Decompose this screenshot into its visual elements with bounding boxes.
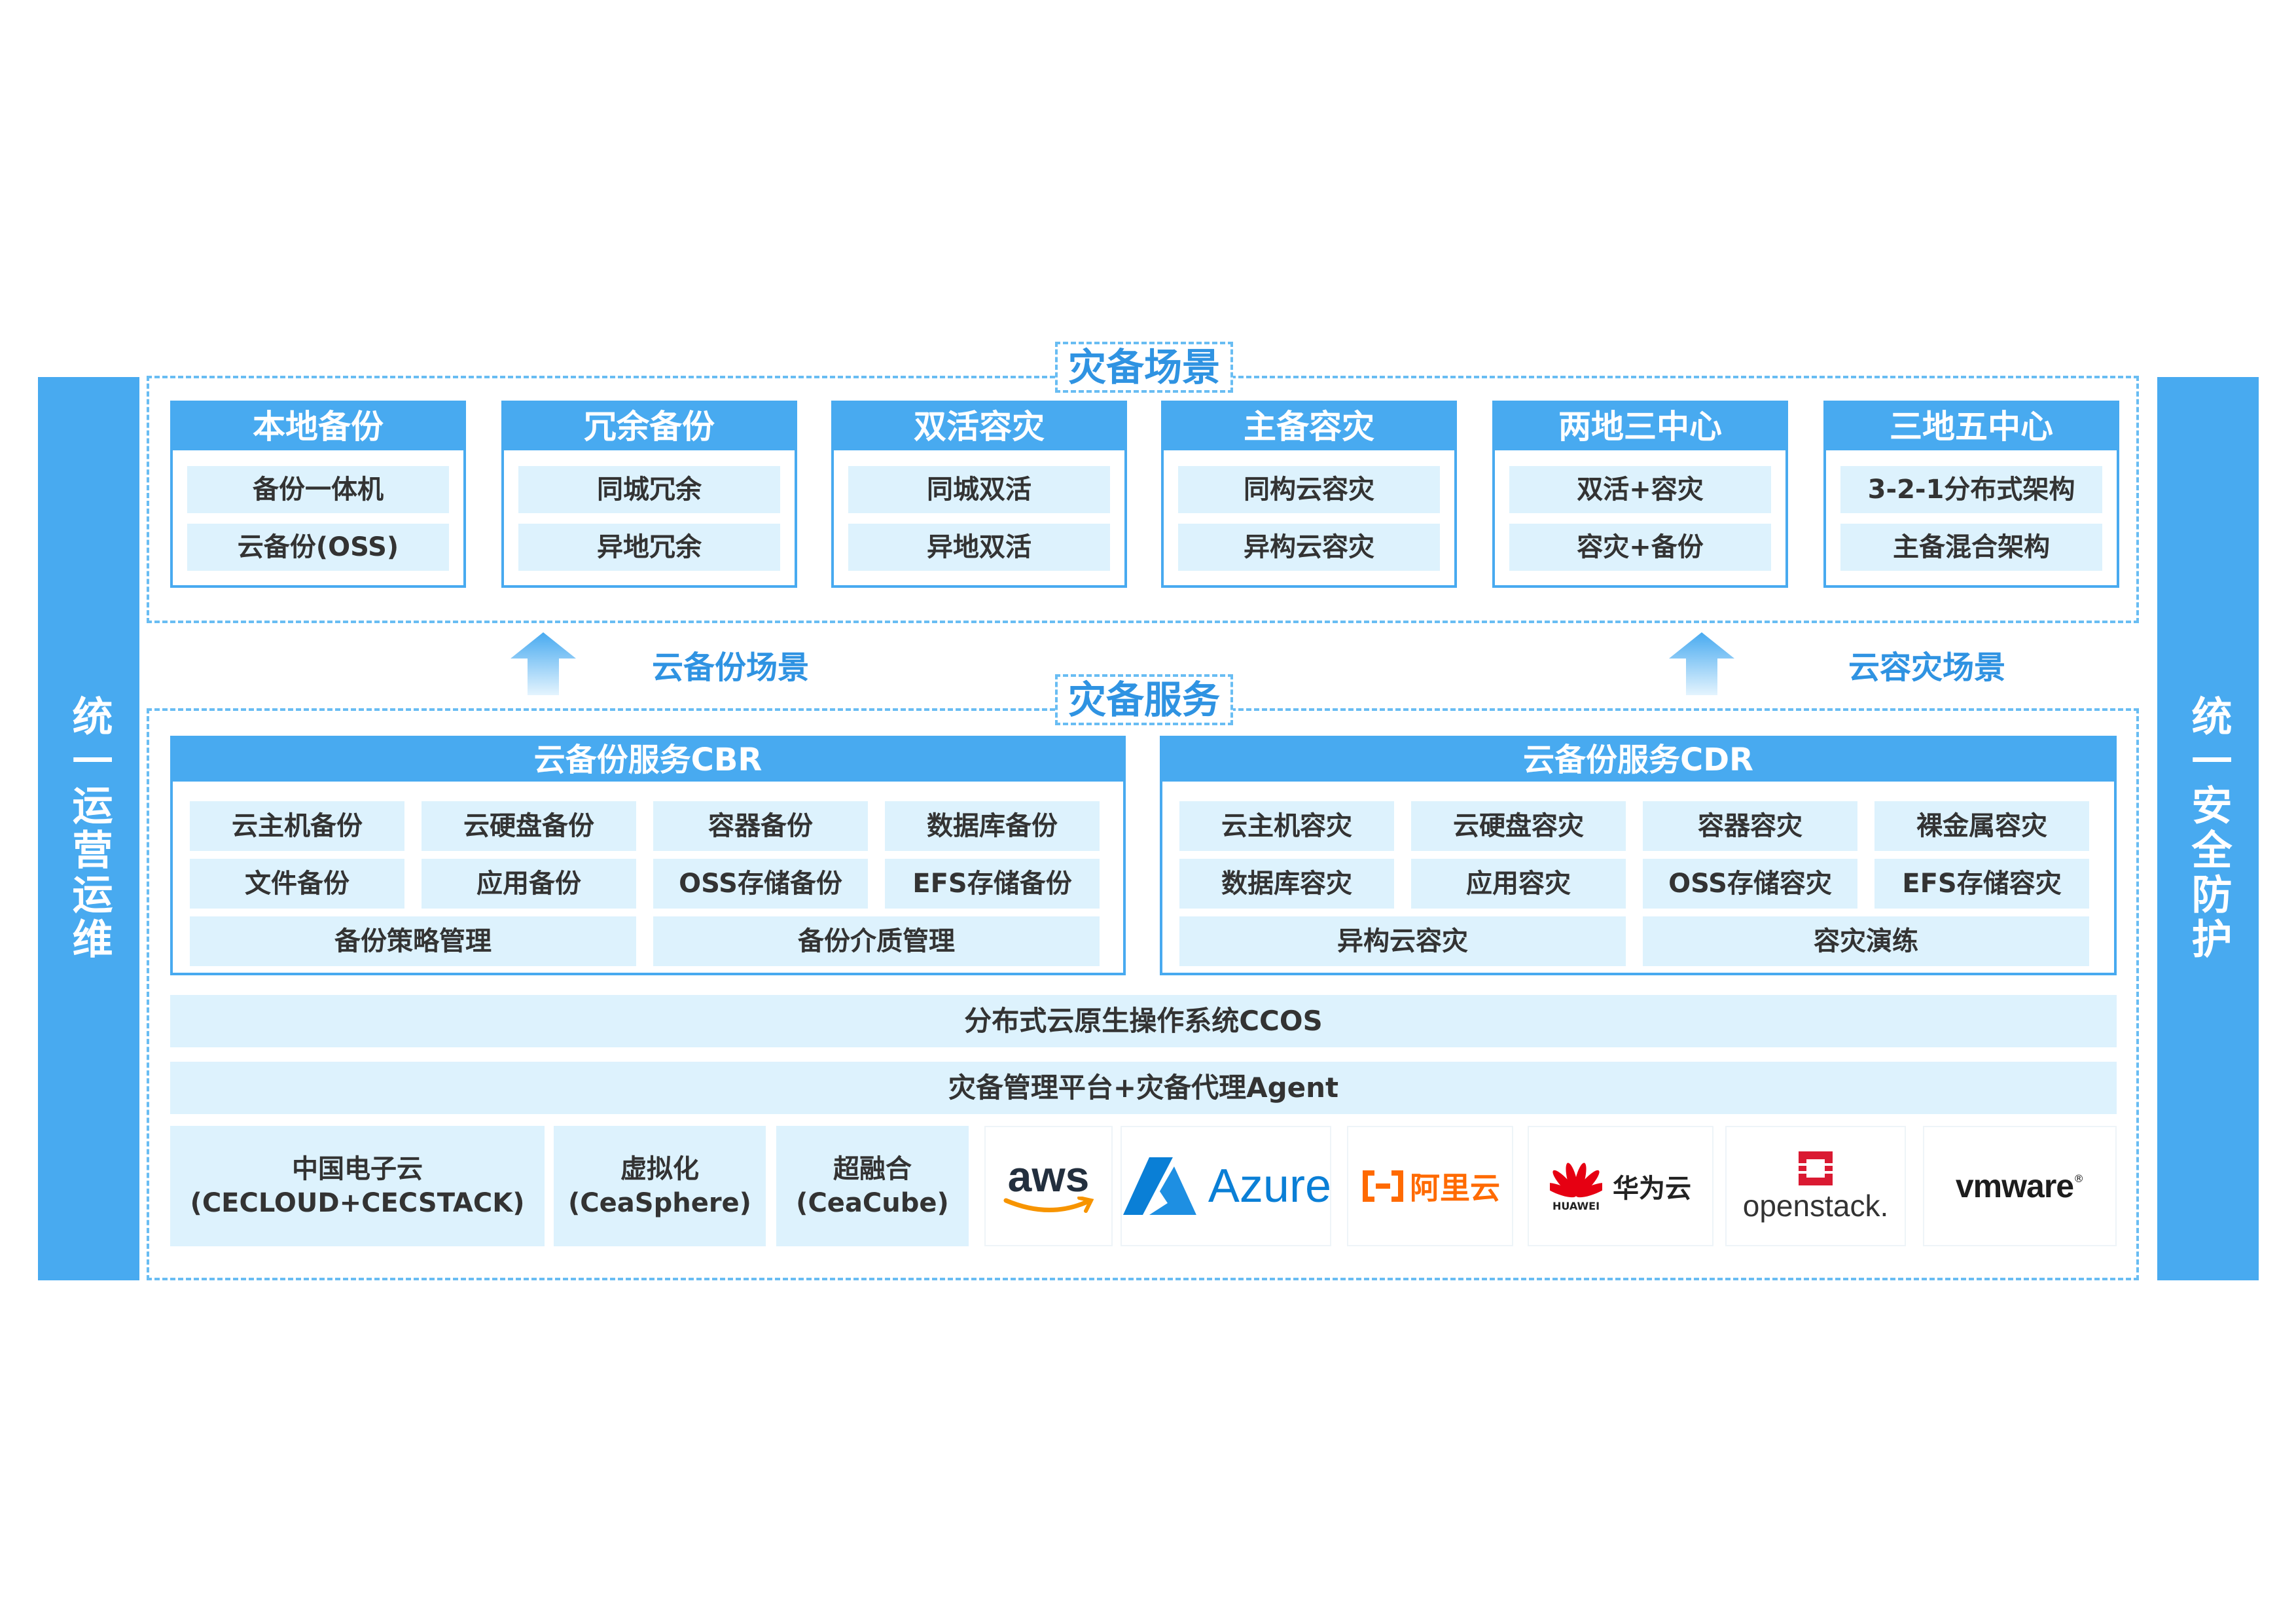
cdr-service-cell: 云主机容灾 bbox=[1179, 801, 1394, 851]
scenario-item: 同城冗余 bbox=[518, 466, 780, 513]
scenario-card-title: 双活容灾 bbox=[834, 403, 1124, 450]
scenario-item: 备份一体机 bbox=[187, 466, 449, 513]
right-security-label: 统一安全防护 bbox=[2184, 695, 2233, 962]
cdr-service-cell: 云硬盘容灾 bbox=[1411, 801, 1626, 851]
cdr-service-cell: OSS存储容灾 bbox=[1643, 859, 1857, 909]
cdr-service-cell: EFS存储容灾 bbox=[1874, 859, 2089, 909]
azure-icon bbox=[1122, 1157, 1196, 1215]
up-arrow-icon-left bbox=[511, 632, 576, 695]
scenario-item: 同城双活 bbox=[848, 466, 1110, 513]
aws-logo: aws bbox=[984, 1126, 1113, 1246]
huawei-cloud-text: 华为云 bbox=[1613, 1174, 1691, 1204]
service-title: 灾备服务 bbox=[1055, 674, 1233, 725]
platform-virtualization-sub: (CeaSphere) bbox=[568, 1188, 751, 1218]
aliyun-bracket-icon bbox=[1363, 1170, 1403, 1202]
scenario-card-title: 本地备份 bbox=[173, 403, 463, 450]
cbr-service-cell: EFS存储备份 bbox=[885, 859, 1100, 909]
aws-smile-icon bbox=[1003, 1197, 1094, 1213]
cbr-service-cell: 云硬盘备份 bbox=[422, 801, 636, 851]
scenario-item: 3-2-1分布式架构 bbox=[1840, 466, 2102, 513]
cbr-service-cell: 数据库备份 bbox=[885, 801, 1100, 851]
scenario-item: 云备份(OSS) bbox=[187, 524, 449, 571]
cbr-service-cell: OSS存储备份 bbox=[653, 859, 868, 909]
huawei-flower-icon bbox=[1550, 1163, 1602, 1198]
cbr-service-cell-wide: 备份策略管理 bbox=[190, 916, 636, 966]
cbr-service-cell: 云主机备份 bbox=[190, 801, 404, 851]
cbr-title: 云备份服务CBR bbox=[173, 738, 1123, 782]
platform-cecloud-sub: (CECLOUD+CECSTACK) bbox=[190, 1188, 525, 1218]
openstack-icon bbox=[1798, 1151, 1833, 1185]
openstack-logo-text: openstack. bbox=[1742, 1189, 1889, 1223]
scenario-card-title: 两地三中心 bbox=[1495, 403, 1785, 450]
up-arrow-icon-right bbox=[1669, 632, 1734, 695]
scenario-card: 双活容灾同城双活异地双活 bbox=[831, 401, 1127, 588]
scenario-card-title: 冗余备份 bbox=[504, 403, 795, 450]
scenario-card: 本地备份备份一体机云备份(OSS) bbox=[170, 401, 466, 588]
scenario-card: 三地五中心 3-2-1分布式架构主备混合架构 bbox=[1823, 401, 2119, 588]
scenario-item: 容灾+备份 bbox=[1509, 524, 1771, 571]
platform-hyperconverged: 超融合 (CeaCube) bbox=[776, 1126, 969, 1246]
cbr-service-cell: 容器备份 bbox=[653, 801, 868, 851]
cdr-service-cell-wide: 异构云容灾 bbox=[1179, 916, 1626, 966]
azure-logo-text: Azure bbox=[1208, 1160, 1331, 1212]
ccos-row: 分布式云原生操作系统CCOS bbox=[170, 995, 2117, 1047]
left-ops-label: 统一运营运维 bbox=[65, 695, 113, 962]
cdr-service-cell: 裸金属容灾 bbox=[1874, 801, 2089, 851]
scenario-card: 主备容灾同构云容灾异构云容灾 bbox=[1161, 401, 1457, 588]
platform-hyperconverged-name: 超融合 bbox=[833, 1154, 912, 1184]
cdr-panel: 云备份服务CDR 云主机容灾云硬盘容灾容器容灾裸金属容灾数据库容灾应用容灾 OSS… bbox=[1160, 736, 2117, 975]
cloud-backup-scene-label: 云备份场景 bbox=[652, 649, 810, 686]
cbr-service-cell: 文件备份 bbox=[190, 859, 404, 909]
scenario-item: 异地冗余 bbox=[518, 524, 780, 571]
aliyun-logo: 阿里云 bbox=[1347, 1126, 1513, 1246]
huawei-en-text: HUAWEI bbox=[1552, 1200, 1600, 1212]
mgmt-agent-row: 灾备管理平台+灾备代理Agent bbox=[170, 1062, 2117, 1114]
scenario-item: 双活+容灾 bbox=[1509, 466, 1771, 513]
scenario-item: 主备混合架构 bbox=[1840, 524, 2102, 571]
cdr-service-cell-wide: 容灾演练 bbox=[1643, 916, 2089, 966]
right-security-bar: 统一安全防护 bbox=[2157, 377, 2259, 1280]
cdr-title: 云备份服务CDR bbox=[1162, 738, 2114, 782]
vmware-logo-text: vmware bbox=[1955, 1168, 2074, 1204]
scenario-card-title: 主备容灾 bbox=[1164, 403, 1454, 450]
cloud-dr-scene-label: 云容灾场景 bbox=[1848, 649, 2006, 686]
cdr-service-cell: 容器容灾 bbox=[1643, 801, 1857, 851]
cdr-service-cell: 应用容灾 bbox=[1411, 859, 1626, 909]
vmware-logo: vmware ® bbox=[1923, 1126, 2117, 1246]
cbr-service-cell: 应用备份 bbox=[422, 859, 636, 909]
azure-logo: Azure bbox=[1121, 1126, 1331, 1246]
scenario-card: 冗余备份同城冗余异地冗余 bbox=[501, 401, 797, 588]
cbr-panel: 云备份服务CBR 云主机备份云硬盘备份容器备份数据库备份文件备份应用备份 OSS存… bbox=[170, 736, 1126, 975]
scenario-card-title: 三地五中心 bbox=[1826, 403, 2117, 450]
scenario-item: 异地双活 bbox=[848, 524, 1110, 571]
scenario-item: 异构云容灾 bbox=[1178, 524, 1440, 571]
platform-cecloud: 中国电子云 (CECLOUD+CECSTACK) bbox=[170, 1126, 545, 1246]
platform-virtualization-name: 虚拟化 bbox=[620, 1154, 699, 1184]
aliyun-logo-text: 阿里云 bbox=[1410, 1170, 1500, 1206]
openstack-logo: openstack. bbox=[1725, 1126, 1906, 1246]
cbr-service-cell-wide: 备份介质管理 bbox=[653, 916, 1100, 966]
scenario-card: 两地三中心双活+容灾容灾+备份 bbox=[1492, 401, 1788, 588]
registered-mark: ® bbox=[2073, 1172, 2085, 1185]
left-ops-bar: 统一运营运维 bbox=[38, 377, 139, 1280]
platform-hyperconverged-sub: (CeaCube) bbox=[796, 1188, 949, 1218]
aws-logo-text: aws bbox=[1007, 1152, 1090, 1200]
scenario-title: 灾备场景 bbox=[1055, 342, 1233, 393]
cdr-service-cell: 数据库容灾 bbox=[1179, 859, 1394, 909]
scenario-item: 同构云容灾 bbox=[1178, 466, 1440, 513]
platform-cecloud-name: 中国电子云 bbox=[292, 1154, 423, 1184]
huawei-cloud-logo: HUAWEI 华为云 bbox=[1528, 1126, 1713, 1246]
platform-virtualization: 虚拟化 (CeaSphere) bbox=[554, 1126, 766, 1246]
